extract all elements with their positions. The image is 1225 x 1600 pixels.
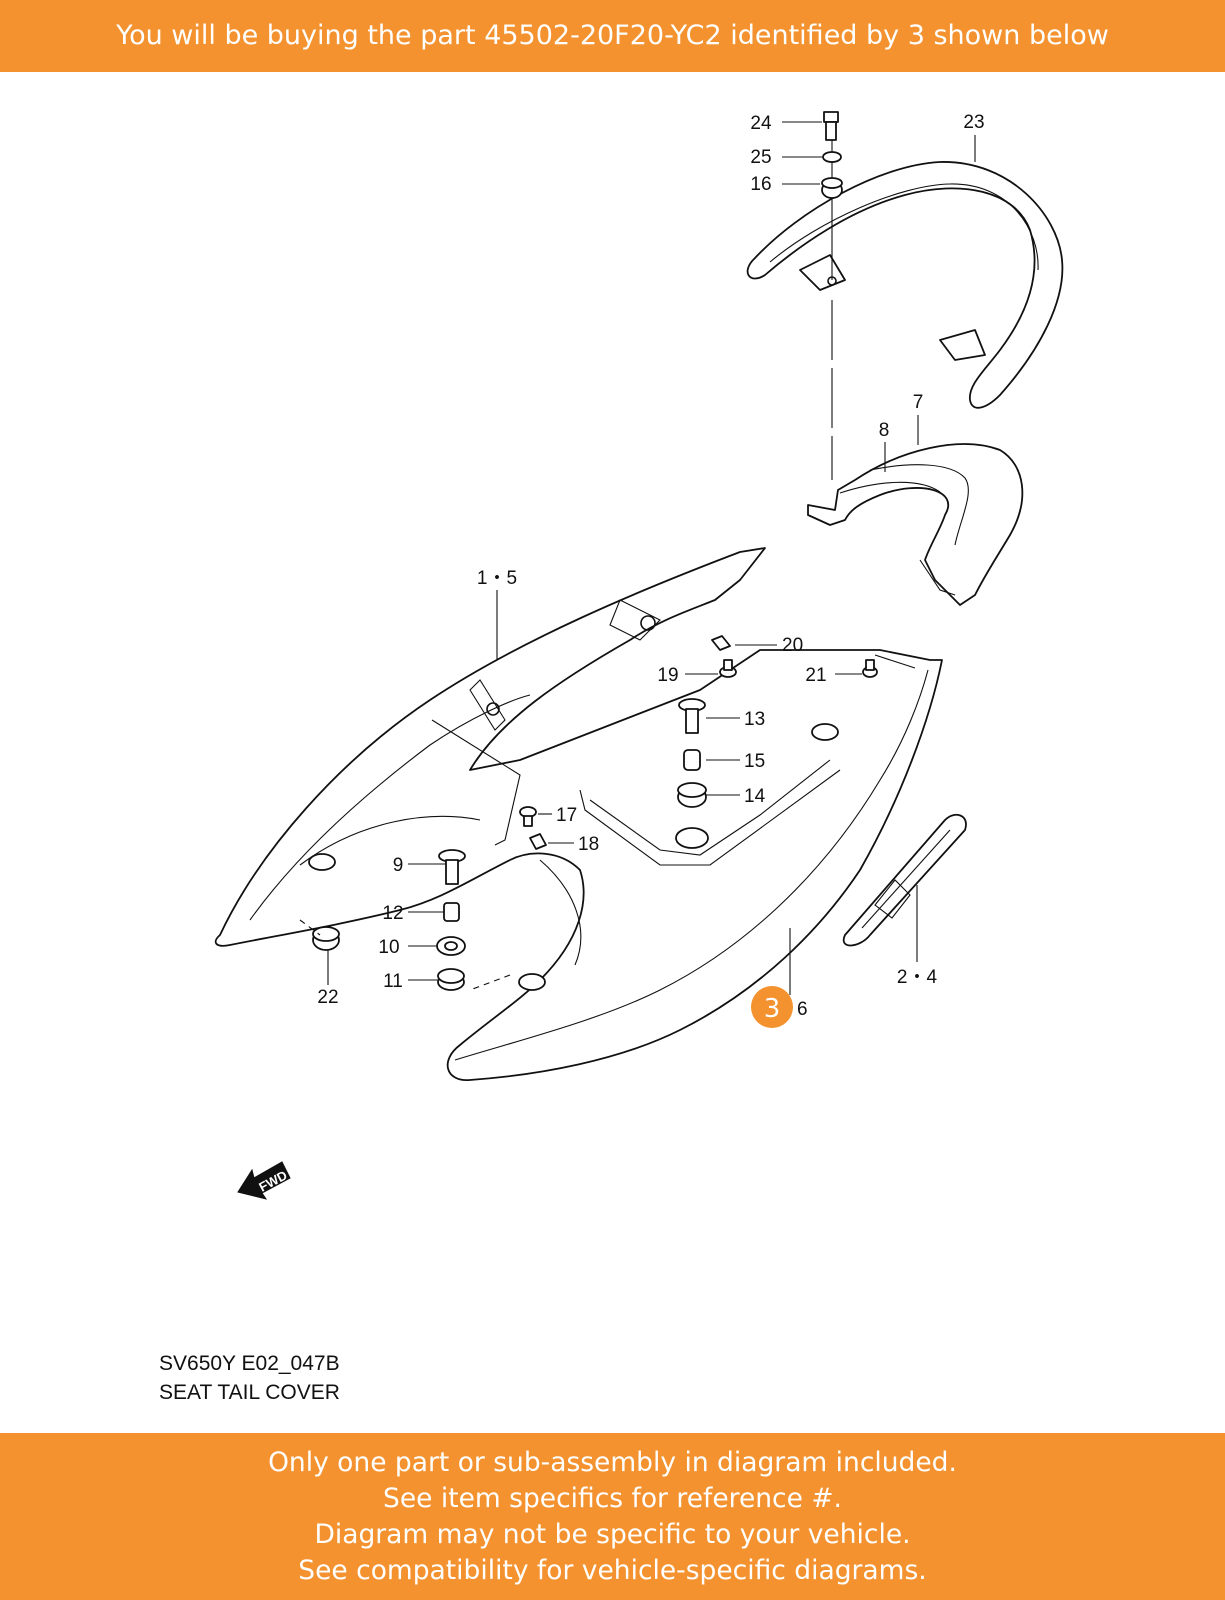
ref-13: 13 bbox=[744, 709, 765, 730]
notice-line: Only one part or sub-assembly in diagram… bbox=[268, 1447, 957, 1478]
fwd-label: FWD bbox=[256, 1167, 289, 1194]
collar-15 bbox=[683, 749, 701, 771]
clip-20 bbox=[711, 635, 731, 651]
notice-line: See item specifics for reference #. bbox=[383, 1483, 842, 1514]
ref-18: 18 bbox=[578, 834, 599, 855]
ref-19: 19 bbox=[657, 665, 678, 686]
ref-2-4: 2・4 bbox=[897, 967, 938, 988]
ref-25: 25 bbox=[750, 147, 771, 168]
cushion-14 bbox=[677, 782, 707, 808]
parts-diagram: FWD 24 25 16 23 7 8 1・5 20 19 21 13 15 1… bbox=[159, 111, 1064, 1404]
bolt-24 bbox=[823, 111, 839, 141]
screw-21 bbox=[862, 659, 878, 678]
seat-tail-cover bbox=[214, 547, 943, 1081]
notice-line: Diagram may not be specific to your vehi… bbox=[314, 1519, 911, 1550]
decal bbox=[842, 813, 967, 947]
ref-16: 16 bbox=[750, 174, 771, 195]
collar-12 bbox=[443, 902, 460, 922]
ref-20: 20 bbox=[782, 635, 803, 656]
bottom-banner: Only one part or sub-assembly in diagram… bbox=[0, 1433, 1225, 1600]
screw-17 bbox=[519, 806, 537, 827]
ref-21: 21 bbox=[805, 665, 826, 686]
ref-10: 10 bbox=[378, 937, 399, 958]
cushion-16 bbox=[821, 177, 843, 199]
ref-11: 11 bbox=[383, 971, 403, 992]
fwd-arrow-icon: FWD bbox=[237, 1161, 291, 1200]
ref-1-5: 1・5 bbox=[477, 568, 517, 589]
screw-9 bbox=[438, 849, 466, 885]
ref-17: 17 bbox=[556, 805, 577, 826]
ref-8: 8 bbox=[879, 420, 890, 441]
diagram-title: SEAT TAIL COVER bbox=[159, 1381, 340, 1404]
ref-24: 24 bbox=[750, 113, 772, 134]
ref-14: 14 bbox=[744, 786, 766, 807]
ref-22: 22 bbox=[317, 987, 338, 1008]
screw-19 bbox=[719, 659, 737, 678]
highlight-number: 3 bbox=[764, 994, 781, 1024]
clip-18 bbox=[529, 833, 547, 850]
cushion-11 bbox=[437, 968, 465, 991]
washer-25 bbox=[822, 151, 842, 163]
ref-23: 23 bbox=[963, 112, 984, 133]
rear-cowl bbox=[807, 443, 1024, 606]
cushion-10 bbox=[436, 936, 466, 956]
highlight-badge: 3 bbox=[751, 986, 793, 1028]
purchase-notice: You will be buying the part 45502-20F20-… bbox=[116, 20, 1109, 51]
top-banner: You will be buying the part 45502-20F20-… bbox=[0, 0, 1225, 72]
ref-6: 6 bbox=[797, 999, 808, 1020]
cushion-22 bbox=[312, 926, 340, 951]
leader-lines bbox=[327, 121, 976, 995]
ref-7: 7 bbox=[913, 392, 924, 413]
ref-12: 12 bbox=[382, 903, 403, 924]
ref-15: 15 bbox=[744, 751, 765, 772]
ref-9: 9 bbox=[393, 855, 404, 876]
notice-line: See compatibility for vehicle-specific d… bbox=[298, 1555, 927, 1586]
screw-13 bbox=[678, 698, 706, 734]
diagram-code: SV650Y E02_047B bbox=[159, 1352, 340, 1375]
grab-rail bbox=[746, 161, 1064, 409]
